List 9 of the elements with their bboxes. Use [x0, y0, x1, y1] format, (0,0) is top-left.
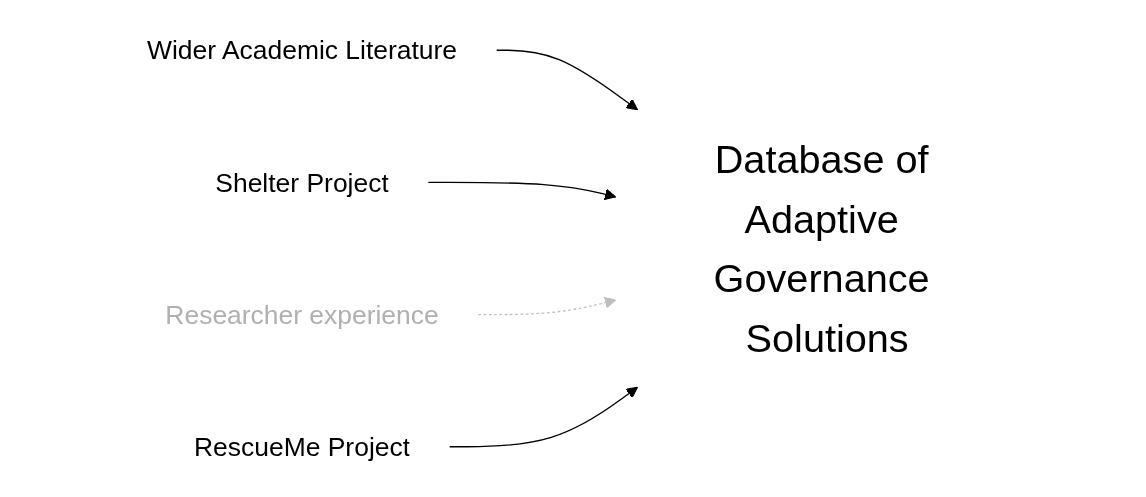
arrow — [427, 181, 617, 201]
arrow — [477, 296, 617, 316]
node-text: Database of Adaptive Governance Solutions — [713, 137, 930, 360]
arrow — [496, 49, 638, 111]
node-text: RescueMe Project — [194, 432, 411, 462]
node-text: Shelter Project — [215, 167, 389, 197]
node-text: Wider Academic Literature — [147, 35, 458, 65]
arrow — [449, 386, 638, 448]
node-text: Researcher experience — [165, 300, 439, 330]
